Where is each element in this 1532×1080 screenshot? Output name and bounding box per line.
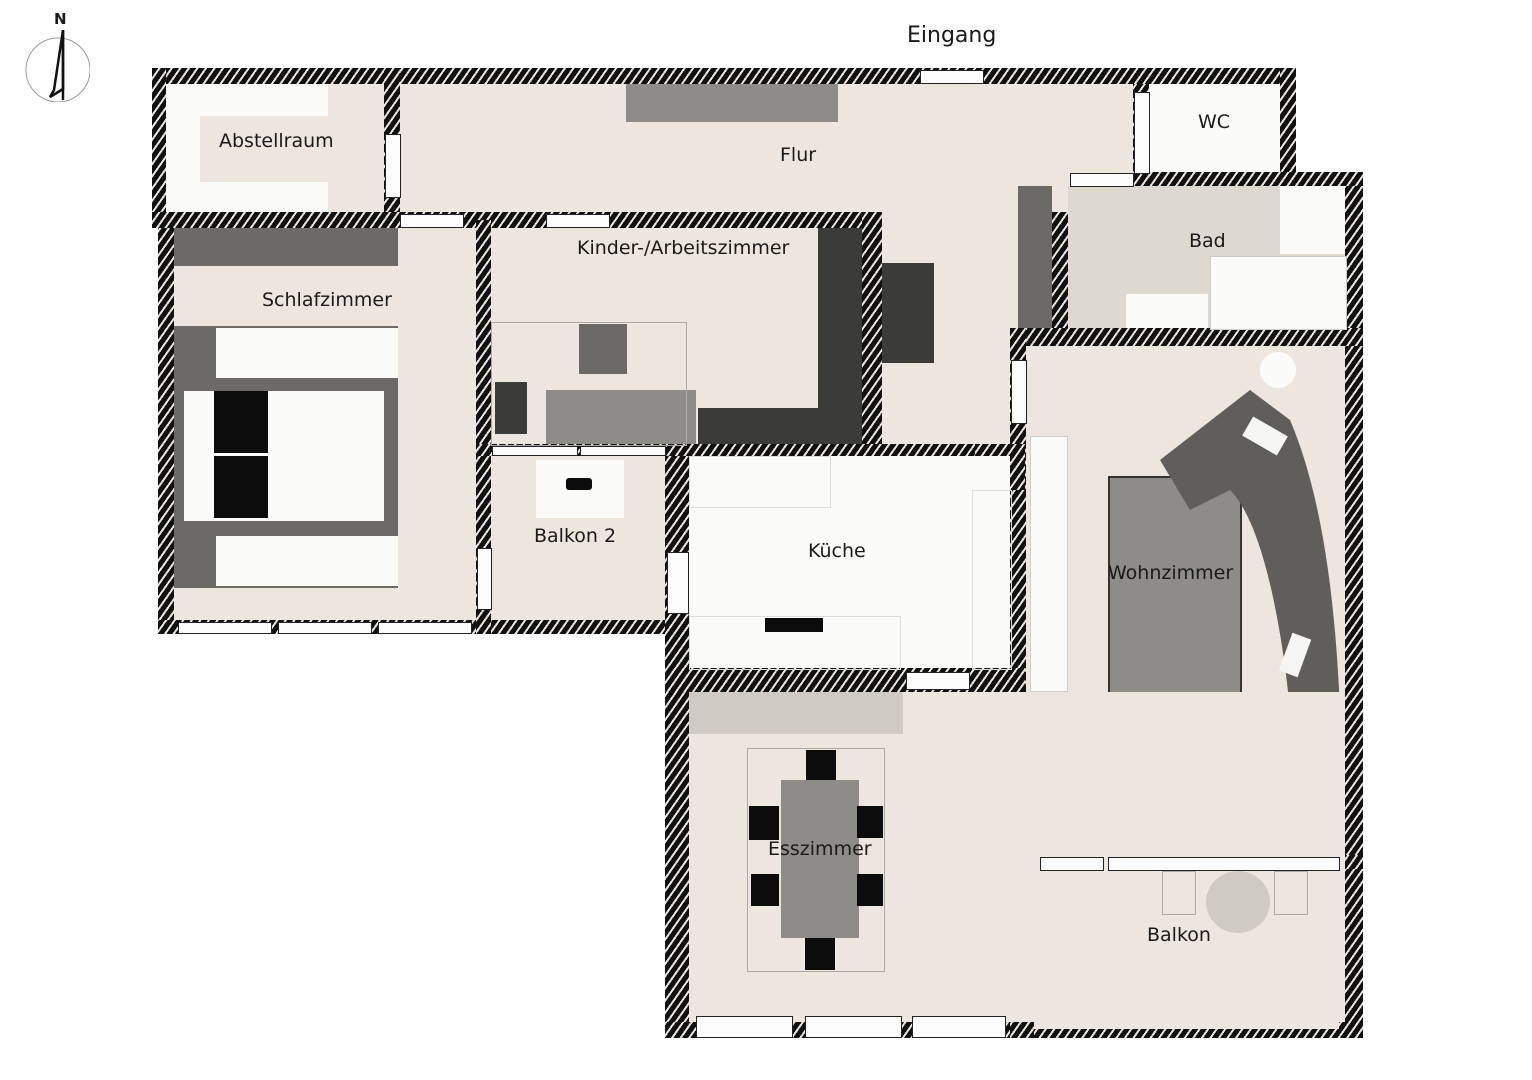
balkon-chair-right: [1274, 871, 1308, 915]
chair-top: [806, 750, 836, 780]
nightstand-top: [216, 328, 398, 378]
wardrobe-flur: [626, 84, 838, 122]
tv-board: [1030, 436, 1068, 692]
wohn-rug: [1108, 476, 1242, 694]
balkon2-object: [566, 478, 592, 490]
window-ess-3: [912, 1016, 1006, 1038]
room-label-abstellraum: Abstellraum: [219, 130, 334, 152]
wall-left-lower: [665, 455, 689, 1038]
desk-rug: [546, 390, 696, 444]
compass: N: [10, 10, 91, 103]
wall-left: [158, 220, 174, 634]
wall-wc-right: [1280, 68, 1296, 186]
oven: [765, 618, 823, 632]
balkon-table: [1206, 871, 1270, 933]
room-balkon-2: [491, 456, 665, 620]
room-label-esszimmer: Esszimmer: [768, 838, 872, 860]
room-label-balkon-2: Balkon 2: [534, 525, 617, 547]
wall-bad-left: [1052, 172, 1068, 332]
wardrobe-schlaf: [174, 228, 398, 266]
armchair: [579, 324, 627, 374]
chair-left-2: [751, 874, 779, 906]
shelf-bottom: [200, 182, 328, 212]
wall-kinder-right: [862, 212, 882, 458]
bathtub: [1210, 256, 1347, 330]
window-ess-1: [696, 1016, 793, 1038]
room-schlafzimmer: [174, 228, 476, 620]
flur-shelf: [1018, 186, 1052, 328]
chair-right-1: [857, 806, 883, 838]
wall-top: [152, 68, 1296, 84]
room-label-balkon: Balkon: [1147, 924, 1211, 946]
room-kinder-arbeitszimmer: [491, 228, 862, 446]
chair-left-1: [749, 806, 779, 840]
nightstand-bottom: [216, 536, 398, 586]
door-bad: [1070, 173, 1134, 187]
door-kueche: [906, 672, 970, 690]
sideboard: [689, 692, 903, 734]
door-abstell: [385, 134, 401, 198]
door-kinder: [546, 214, 610, 228]
room-bad: [1068, 186, 1347, 330]
window-schlaf-1: [178, 622, 272, 634]
door-wohn: [1011, 360, 1027, 424]
room-label-wohnzimmer: Wohnzimmer: [1108, 562, 1234, 584]
wall-right: [1345, 172, 1363, 1038]
room-flur-top-right: [1000, 84, 1133, 186]
door-balkon2-right: [667, 552, 689, 614]
door-wc: [1134, 92, 1150, 174]
wall-bad-bottom: [1010, 328, 1363, 346]
wall-abstell-bottom: [152, 212, 882, 228]
north-arrow-icon: [25, 29, 91, 103]
compass-label: N: [54, 10, 67, 28]
window-balkon-1: [1040, 857, 1104, 871]
shower: [1280, 186, 1345, 254]
window-ess-2: [805, 1016, 902, 1038]
desk-outline: [491, 322, 687, 446]
wardrobe-kinder-bottom: [698, 408, 862, 444]
room-label-bad: Bad: [1189, 230, 1226, 252]
counter-right: [972, 490, 1012, 670]
window-schlaf-2: [278, 622, 372, 634]
window-kinder-1: [492, 446, 578, 456]
window-schlaf-3: [378, 622, 472, 634]
shelf-left: [166, 84, 200, 212]
wall-left-upper: [152, 68, 166, 228]
pillow-2: [214, 456, 268, 518]
floor-lamp: [1260, 352, 1296, 388]
chair-right-2: [857, 874, 883, 906]
room-label-flur: Flur: [780, 144, 817, 166]
dining-table: [781, 780, 859, 938]
window-kinder-2: [580, 446, 666, 456]
room-label-kinder-arbeitszimmer: Kinder-/Arbeitszimmer: [577, 237, 790, 259]
balkon-chair-left: [1162, 871, 1196, 915]
door-schlaf: [400, 214, 464, 228]
door-balkon2-left: [477, 548, 492, 610]
chair-bottom: [805, 938, 835, 970]
wall-schlaf-right: [476, 220, 491, 634]
room-label-schlafzimmer: Schlafzimmer: [262, 289, 392, 311]
shelf-top: [200, 84, 328, 116]
window-balkon-2: [1108, 857, 1340, 871]
sofa: [1160, 390, 1340, 710]
room-label-kueche: Küche: [808, 540, 866, 562]
counter-top: [689, 456, 831, 508]
wall-kueche-top: [665, 444, 1025, 456]
wall-kueche-bottom: [665, 668, 1025, 692]
flur-cabinet: [882, 263, 934, 363]
counter-bottom: [689, 616, 901, 670]
side-table: [495, 382, 527, 434]
window-entrance: [920, 70, 984, 84]
entrance-label: Eingang: [907, 23, 997, 48]
room-balkon: [1034, 869, 1339, 1029]
sink: [1126, 294, 1208, 328]
room-abstellraum: [166, 84, 384, 212]
pillow-1: [214, 391, 268, 453]
room-kueche: [689, 456, 1012, 670]
room-wc: [1149, 84, 1280, 172]
room-label-wc: WC: [1198, 111, 1231, 133]
dining-rug: [747, 748, 885, 972]
